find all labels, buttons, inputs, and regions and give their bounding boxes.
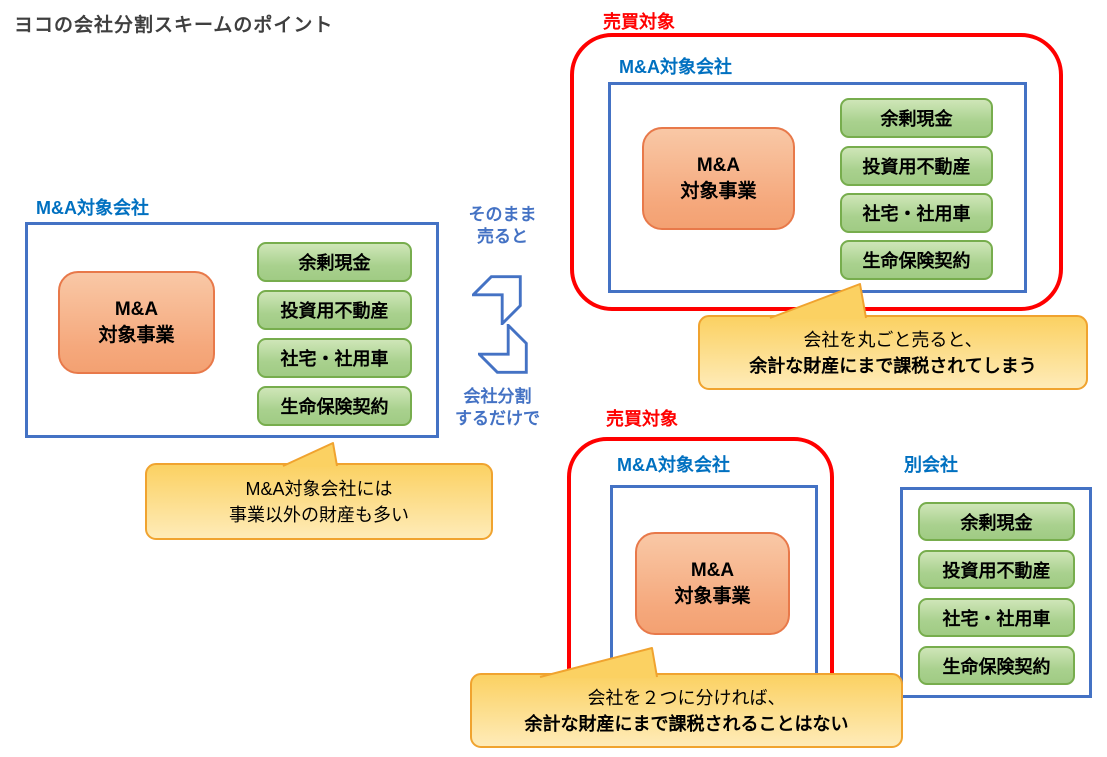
- split-benefit-callout: 会社を２つに分ければ、 余計な財産にまで課税されることはない: [470, 673, 903, 748]
- business-line1: M&A: [696, 154, 741, 176]
- asset-box-insurance: 生命保険契約: [257, 386, 412, 426]
- split-only-line1: 会社分割: [463, 387, 532, 406]
- sell-as-is-line1: そのまま: [468, 205, 537, 224]
- business-line1: M&A: [690, 559, 735, 581]
- asset-box-realestate: 投資用不動産: [257, 290, 412, 330]
- arrow-up-right-icon: [472, 275, 522, 325]
- split-only-label: 会社分割 するだけで: [440, 386, 555, 430]
- business-line2: 対象事業: [674, 585, 751, 607]
- business-box: M&A 対象事業: [642, 127, 795, 230]
- left-note-callout: M&A対象会社には 事業以外の財産も多い: [145, 463, 493, 540]
- company-label: M&A対象会社: [36, 198, 149, 218]
- sell-as-is-line2: 売ると: [477, 227, 528, 246]
- business-box: M&A 対象事業: [58, 271, 215, 374]
- left-note-line2: 事業以外の財産も多い: [229, 504, 409, 525]
- asset-box-housing: 社宅・社用車: [918, 598, 1075, 637]
- page-title: ヨコの会社分割スキームのポイント: [14, 15, 334, 36]
- sale-target-badge: 売買対象: [606, 409, 678, 429]
- left-note-line1: M&A対象会社には: [245, 478, 393, 499]
- asset-box-cash: 余剰現金: [257, 242, 412, 282]
- asset-box-insurance: 生命保険契約: [840, 240, 993, 280]
- business-box: M&A 対象事業: [635, 532, 790, 635]
- sell-as-is-label: そのまま 売ると: [445, 204, 560, 248]
- sale-target-badge: 売買対象: [603, 12, 675, 32]
- asset-box-insurance: 生命保険契約: [918, 646, 1075, 685]
- whole-sale-callout: 会社を丸ごと売ると、 余計な財産にまで課税されてしまう: [698, 315, 1088, 390]
- arrow-down-right-icon: [478, 324, 528, 374]
- asset-box-housing: 社宅・社用車: [840, 193, 993, 233]
- whole-sale-line1: 会社を丸ごと売ると、: [803, 329, 983, 350]
- asset-box-cash: 余剰現金: [918, 502, 1075, 541]
- split-only-line2: するだけで: [455, 409, 540, 428]
- asset-box-housing: 社宅・社用車: [257, 338, 412, 378]
- company-label: 別会社: [904, 455, 958, 475]
- split-benefit-line1: 会社を２つに分ければ、: [587, 687, 786, 708]
- company-label: M&A対象会社: [619, 57, 732, 77]
- asset-box-realestate: 投資用不動産: [918, 550, 1075, 589]
- business-line2: 対象事業: [680, 180, 757, 202]
- split-benefit-line2: 余計な財産にまで課税されることはない: [524, 713, 849, 734]
- whole-sale-line2: 余計な財産にまで課税されてしまう: [749, 355, 1037, 376]
- business-line2: 対象事業: [98, 324, 175, 346]
- business-line1: M&A: [114, 298, 159, 320]
- company-label: M&A対象会社: [617, 455, 730, 475]
- asset-box-cash: 余剰現金: [840, 98, 993, 138]
- asset-box-realestate: 投資用不動産: [840, 146, 993, 186]
